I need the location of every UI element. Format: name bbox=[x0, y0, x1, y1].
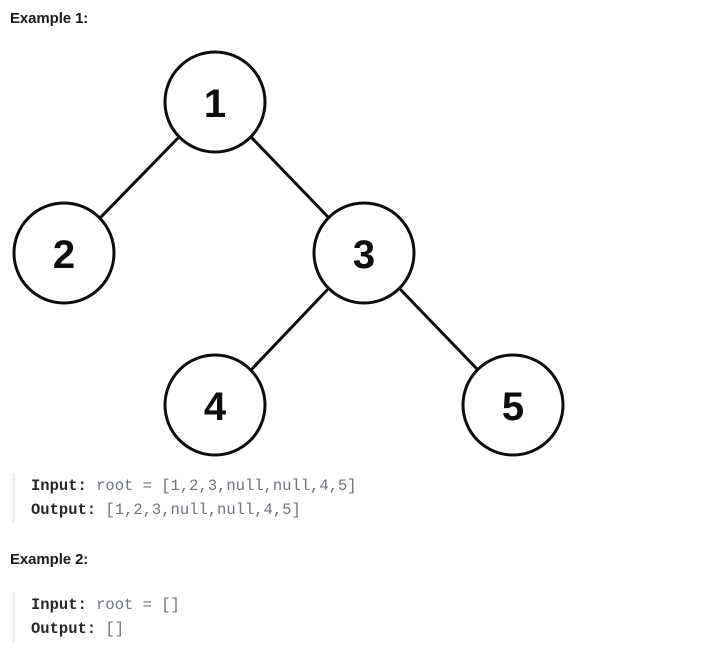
edge-1-to-3 bbox=[249, 135, 331, 220]
example-1-input-line: Input: root = [1,2,3,null,null,4,5] bbox=[31, 474, 612, 498]
input-label: Input: bbox=[31, 596, 87, 614]
tree-node-4-circle bbox=[163, 353, 267, 457]
tree-node-5-circle bbox=[461, 353, 565, 457]
tree-node-4-label: 4 bbox=[204, 385, 227, 429]
example-1-code-block: Input: root = [1,2,3,null,null,4,5] Outp… bbox=[12, 473, 612, 523]
output-value: [] bbox=[96, 620, 125, 638]
tree-node-5-label: 5 bbox=[502, 385, 524, 429]
tree-node-1-circle bbox=[163, 50, 267, 154]
example-1-output-line: Output: [1,2,3,null,null,4,5] bbox=[31, 498, 612, 522]
input-value: root = [] bbox=[86, 596, 180, 614]
binary-tree-diagram: 1 2 3 4 5 bbox=[0, 34, 620, 464]
binary-tree-svg: 1 2 3 4 5 bbox=[12, 50, 565, 457]
edge-3-to-5 bbox=[397, 286, 480, 372]
tree-node-1-label: 1 bbox=[204, 82, 226, 126]
tree-node-2-circle bbox=[12, 201, 116, 305]
edge-3-to-4 bbox=[249, 286, 331, 372]
example-2-output-line: Output: [] bbox=[31, 617, 612, 641]
tree-node-3-circle bbox=[312, 201, 416, 305]
edge-1-to-2 bbox=[98, 135, 181, 220]
example-2-heading: Example 2: bbox=[10, 551, 89, 568]
example-2-input-line: Input: root = [] bbox=[31, 593, 612, 617]
tree-node-2-label: 2 bbox=[53, 233, 75, 277]
input-value: root = [1,2,3,null,null,4,5] bbox=[86, 477, 357, 495]
example-2-code-block: Input: root = [] Output: [] bbox=[12, 592, 612, 642]
example-1-heading: Example 1: bbox=[10, 10, 89, 27]
output-label: Output: bbox=[31, 501, 97, 519]
input-label: Input: bbox=[31, 477, 87, 495]
tree-node-3-label: 3 bbox=[353, 233, 375, 277]
output-label: Output: bbox=[31, 620, 97, 638]
output-value: [1,2,3,null,null,4,5] bbox=[96, 501, 301, 519]
